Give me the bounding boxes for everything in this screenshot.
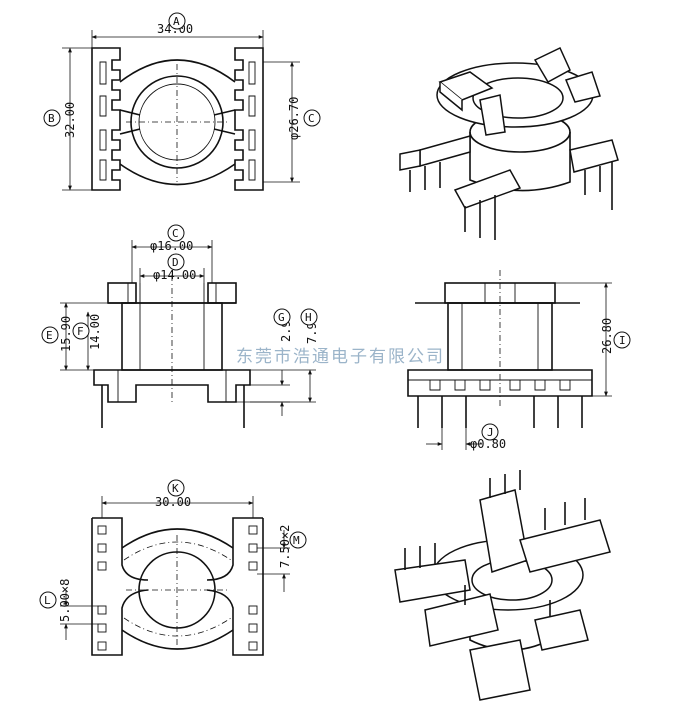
svg-text:E: E — [46, 329, 53, 342]
svg-text:C: C — [172, 227, 179, 240]
svg-text:L: L — [44, 594, 51, 607]
dim-B-value: 32.00 — [63, 102, 77, 138]
svg-text:C: C — [308, 112, 315, 125]
dim-C-top-value: φ26.70 — [287, 97, 301, 140]
callout-C-front: C — [167, 224, 185, 242]
dim-D-value: φ14.00 — [153, 268, 196, 282]
svg-text:D: D — [172, 256, 179, 269]
svg-text:K: K — [172, 482, 179, 495]
dim-I-value: 26.80 — [600, 318, 614, 354]
callout-E: E — [41, 326, 59, 344]
svg-text:H: H — [305, 311, 312, 324]
svg-text:B: B — [48, 112, 55, 125]
dim-K-value: 30.00 — [155, 495, 191, 509]
callout-I: I — [613, 331, 631, 349]
top-view — [62, 30, 300, 191]
svg-text:A: A — [173, 15, 180, 28]
callout-A: A — [168, 12, 186, 30]
callout-D: D — [167, 253, 185, 271]
callout-G: G — [273, 308, 291, 326]
dim-L-value: 5.00×8 — [58, 579, 72, 622]
callout-B: B — [43, 109, 61, 127]
dim-E-value: 15.90 — [59, 316, 73, 352]
callout-C-top: C — [303, 109, 321, 127]
svg-text:G: G — [278, 311, 285, 324]
isometric-view-bottom — [394, 470, 611, 701]
callout-K: K — [167, 479, 185, 497]
side-view — [407, 270, 612, 450]
callout-F: F — [72, 322, 90, 340]
dim-F-value: 14.00 — [88, 314, 102, 350]
company-watermark: 东莞市浩通电子有限公司 — [236, 347, 445, 367]
bottom-view — [60, 496, 290, 656]
callout-L: L — [39, 591, 57, 609]
svg-text:F: F — [77, 325, 84, 338]
callout-M: M — [289, 531, 307, 549]
isometric-view-top — [399, 46, 619, 240]
dim-C-front-value: φ16.00 — [150, 239, 193, 253]
svg-text:M: M — [293, 534, 300, 547]
callout-J: J — [481, 423, 499, 441]
front-view — [60, 240, 316, 428]
callout-H: H — [300, 308, 318, 326]
dim-M-value: 7.50×2 — [278, 525, 292, 568]
svg-text:J: J — [487, 426, 494, 439]
svg-text:I: I — [619, 334, 626, 347]
dim-J-value: φ0.80 — [470, 437, 506, 451]
